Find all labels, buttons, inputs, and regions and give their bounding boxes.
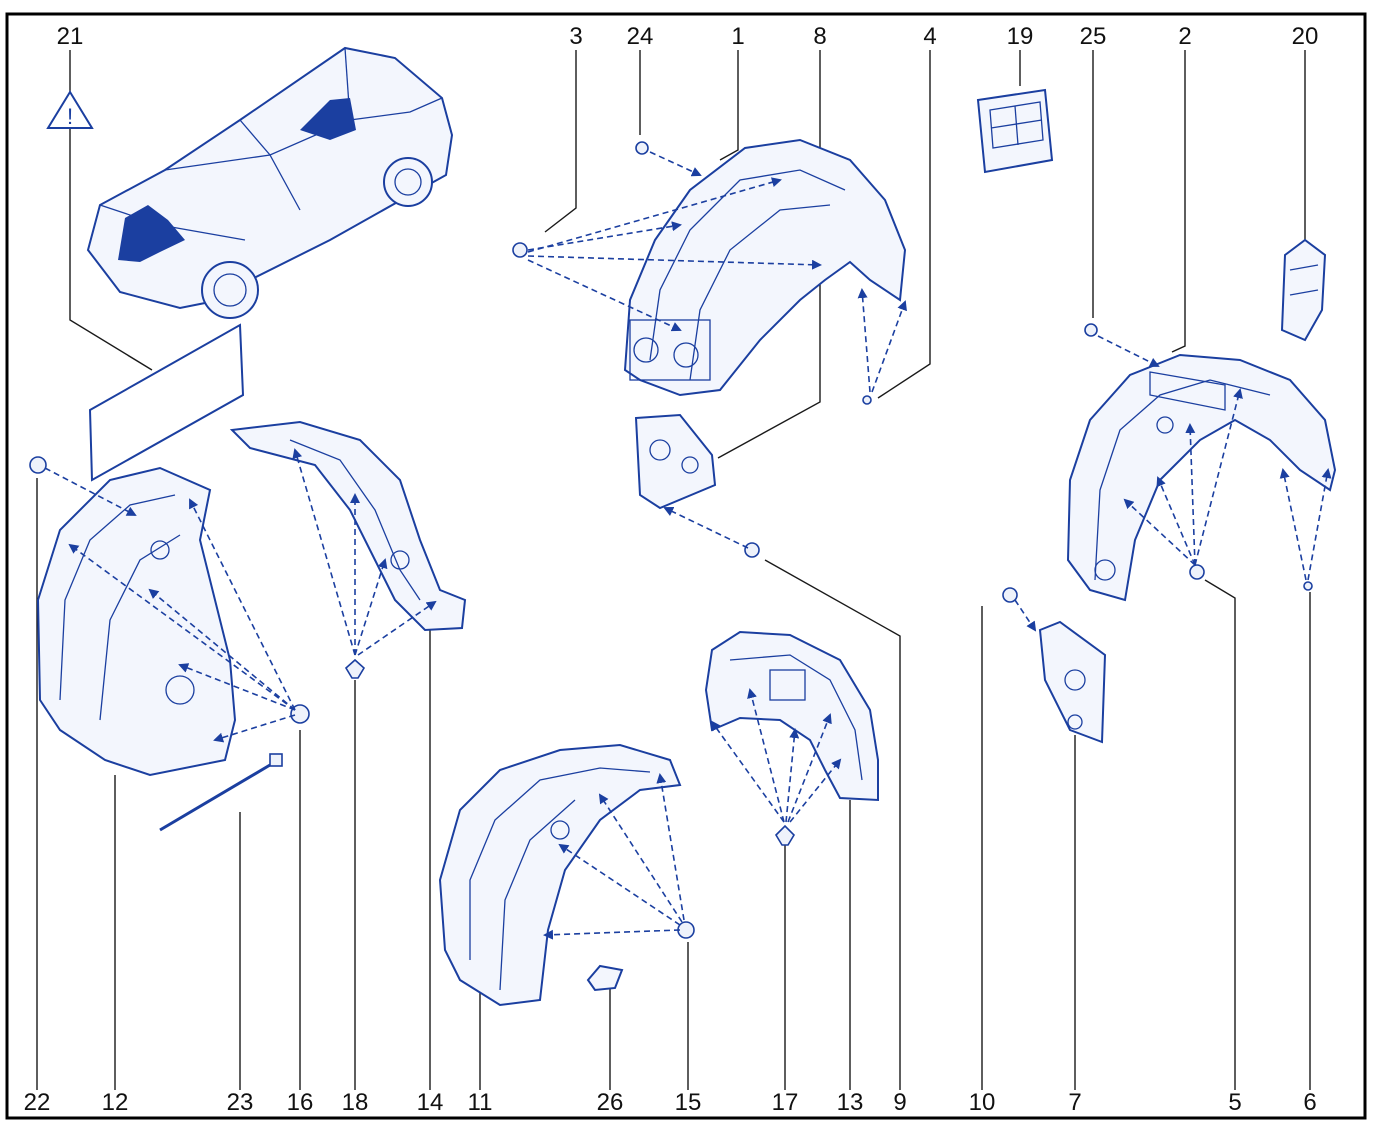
part-3-clip: [512, 242, 528, 258]
callout-17: 17: [772, 1089, 799, 1116]
callout-2: 2: [1178, 23, 1191, 50]
part-11-wheel-arch-liner: [438, 743, 682, 1007]
callout-1: 1: [731, 23, 744, 50]
part-7-air-deflector: [1038, 620, 1107, 744]
callout-4: 4: [923, 23, 936, 50]
callout-5: 5: [1228, 1089, 1241, 1116]
part-14-splash-liner: [229, 420, 467, 632]
callout-23: 23: [227, 1089, 254, 1116]
callout-9: 9: [893, 1089, 906, 1116]
part-9-clip: [744, 542, 760, 558]
part-6-screw: [1303, 581, 1313, 591]
callout-20: 20: [1292, 23, 1319, 50]
part-12-wheel-arch-liner: [36, 466, 237, 777]
part-25-screw: [1084, 323, 1098, 337]
part-22-clip: [29, 456, 47, 474]
callout-6: 6: [1303, 1089, 1316, 1116]
part-23-cable-tie: [159, 753, 283, 832]
part-26-plug: [586, 964, 624, 992]
part-10-clip: [1002, 587, 1018, 603]
warning-triangle-icon: !: [46, 90, 94, 129]
part-15-clip: [677, 921, 695, 939]
callout-11: 11: [468, 1089, 493, 1116]
callout-18: 18: [342, 1089, 369, 1116]
callout-8: 8: [813, 23, 826, 50]
callout-26: 26: [597, 1089, 624, 1116]
callout-10: 10: [969, 1089, 996, 1116]
part-5-clip: [1189, 564, 1205, 580]
part-17-clip: [774, 824, 796, 846]
callout-14: 14: [417, 1089, 444, 1116]
callout-13: 13: [837, 1089, 864, 1116]
warning-symbol: !: [67, 104, 73, 129]
part-19-grille-insert: [976, 88, 1054, 174]
part-13-wheel-arch-liner: [704, 630, 879, 802]
label-sticker: [88, 323, 245, 482]
fasteners: [29, 141, 1313, 939]
part-24-screw: [635, 141, 649, 155]
installation-arrows: [44, 151, 1332, 940]
part-2-wheel-arch-liner: [1066, 353, 1337, 602]
part-20-bracket: [1280, 238, 1327, 342]
callout-21: 21: [57, 23, 84, 50]
leader-lines: [36, 50, 1311, 1090]
callout-7: 7: [1068, 1089, 1081, 1116]
part-4-screw: [862, 395, 872, 405]
callout-24: 24: [627, 23, 654, 50]
callout-19: 19: [1007, 23, 1034, 50]
callout-labels: 21 3 24 1 8 4 19 25 2 20 22 12 23 16 18 …: [24, 23, 1319, 1116]
callout-3: 3: [569, 23, 582, 50]
callout-12: 12: [102, 1089, 129, 1116]
callout-22: 22: [24, 1089, 51, 1116]
vehicle-illustration: [86, 46, 454, 319]
part-18-clip: [344, 658, 366, 679]
callout-25: 25: [1080, 23, 1107, 50]
callout-16: 16: [287, 1089, 314, 1116]
part-8-air-deflector: [634, 413, 717, 510]
callout-15: 15: [675, 1089, 702, 1116]
